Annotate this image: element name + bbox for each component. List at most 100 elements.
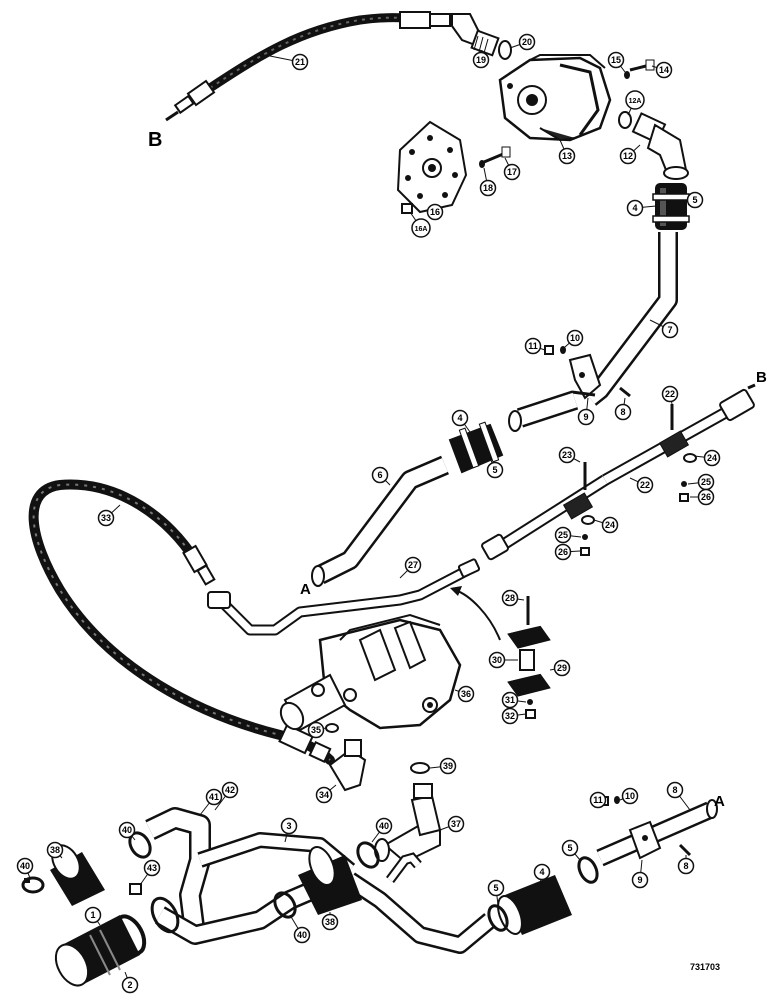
washer-18 — [479, 160, 485, 168]
callout-circle — [315, 786, 333, 804]
callout-circle — [626, 199, 644, 217]
callout-label: 43 — [147, 863, 157, 873]
clip-24-upper — [658, 430, 697, 463]
hose-clamp-40-c — [273, 891, 297, 919]
callout-label: 33 — [101, 513, 111, 523]
callout-24: 24 — [703, 449, 721, 467]
washer-10-upper — [560, 346, 566, 354]
callout-12a: 12A — [625, 90, 645, 110]
o-ring-35 — [325, 723, 339, 733]
callout-circle — [607, 51, 625, 69]
callout-label: 10 — [625, 791, 635, 801]
hose-sleeve-38-mid — [298, 846, 362, 915]
callout-circle — [561, 839, 579, 857]
callout-label: 27 — [408, 560, 418, 570]
callout-label: 11 — [593, 795, 603, 805]
callout-circle — [577, 408, 595, 426]
hose-33-end-fitting-bottom — [278, 723, 332, 764]
callout-43: 43 — [143, 859, 161, 877]
callout-circle — [426, 203, 444, 221]
callout-label: 36 — [461, 689, 471, 699]
callout-17: 17 — [503, 163, 521, 181]
washer-25-lower — [582, 534, 588, 540]
callout-label: 4 — [457, 413, 462, 423]
callout-label: 28 — [505, 593, 515, 603]
callout-8: 8 — [677, 857, 695, 875]
callout-30: 30 — [488, 651, 506, 669]
callout-circle — [703, 449, 721, 467]
callout-label: 8 — [620, 407, 625, 417]
callout-label: 12 — [623, 151, 633, 161]
callout-circle — [472, 51, 490, 69]
callout-circle — [636, 476, 654, 494]
hose-coupler-4-bottom — [497, 875, 572, 935]
hose-coupler-4-mid — [448, 421, 504, 474]
bolt-8-upper — [619, 386, 631, 398]
callout-circle — [451, 409, 469, 427]
callout-13: 13 — [558, 147, 576, 165]
callout-circle — [501, 589, 519, 607]
callout-circle — [487, 879, 505, 897]
callout-circle — [601, 516, 619, 534]
callout-label: 38 — [50, 845, 60, 855]
callout-label: 13 — [562, 151, 572, 161]
callout-2: 2 — [121, 976, 139, 994]
mounting-flange-16 — [396, 120, 468, 214]
callout-4: 4 — [451, 409, 469, 427]
o-ring-20 — [498, 40, 512, 60]
callout-9: 9 — [577, 408, 595, 426]
nut-26-upper — [679, 493, 689, 502]
callout-label: 31 — [505, 695, 515, 705]
callout-4: 4 — [533, 863, 551, 881]
callout-circle — [655, 61, 673, 79]
callout-label: 2 — [127, 980, 132, 990]
callout-label: 37 — [451, 819, 461, 829]
washer-10-lower — [614, 796, 620, 804]
o-ring-39 — [410, 762, 430, 774]
callout-label: 29 — [557, 663, 567, 673]
callout-circle — [457, 685, 475, 703]
callout-22: 22 — [636, 476, 654, 494]
callout-circle — [631, 871, 649, 889]
callout-label: 30 — [492, 655, 502, 665]
callout-10: 10 — [621, 787, 639, 805]
callout-16: 16 — [426, 203, 444, 221]
callout-circle — [614, 403, 632, 421]
callout-circle — [375, 817, 393, 835]
callout-40: 40 — [293, 926, 311, 944]
callout-circle — [533, 863, 551, 881]
callout-label: 40 — [379, 821, 389, 831]
callout-circle — [501, 691, 519, 709]
callout-40: 40 — [16, 857, 34, 875]
tube-3 — [197, 832, 356, 877]
callout-circle — [307, 721, 325, 739]
callout-circle — [518, 33, 536, 51]
callout-circle — [439, 757, 457, 775]
callout-label: 15 — [611, 55, 621, 65]
callout-41: 41 — [205, 788, 223, 806]
callout-label: 17 — [507, 167, 517, 177]
callout-28: 28 — [501, 589, 519, 607]
callout-circle — [291, 53, 309, 71]
callout-label: 8 — [672, 785, 677, 795]
callout-34: 34 — [315, 786, 333, 804]
callout-label: 18 — [483, 183, 493, 193]
callout-5: 5 — [486, 461, 504, 479]
tube-22-lower — [481, 474, 609, 561]
callout-26: 26 — [554, 543, 572, 561]
callout-35: 35 — [307, 721, 325, 739]
callout-label: 24 — [605, 520, 615, 530]
callout-circle — [558, 446, 576, 464]
callout-5: 5 — [561, 839, 579, 857]
bolt-14 — [629, 59, 655, 72]
callout-label: 7 — [667, 325, 672, 335]
callout-11: 11 — [524, 337, 542, 355]
callout-circle — [221, 781, 239, 799]
callout-circle — [661, 385, 679, 403]
nut-11-upper — [544, 345, 554, 355]
strainer-1 — [54, 915, 140, 987]
nut-16a — [401, 203, 413, 214]
callout-31: 31 — [501, 691, 519, 709]
callout-circle — [447, 815, 465, 833]
